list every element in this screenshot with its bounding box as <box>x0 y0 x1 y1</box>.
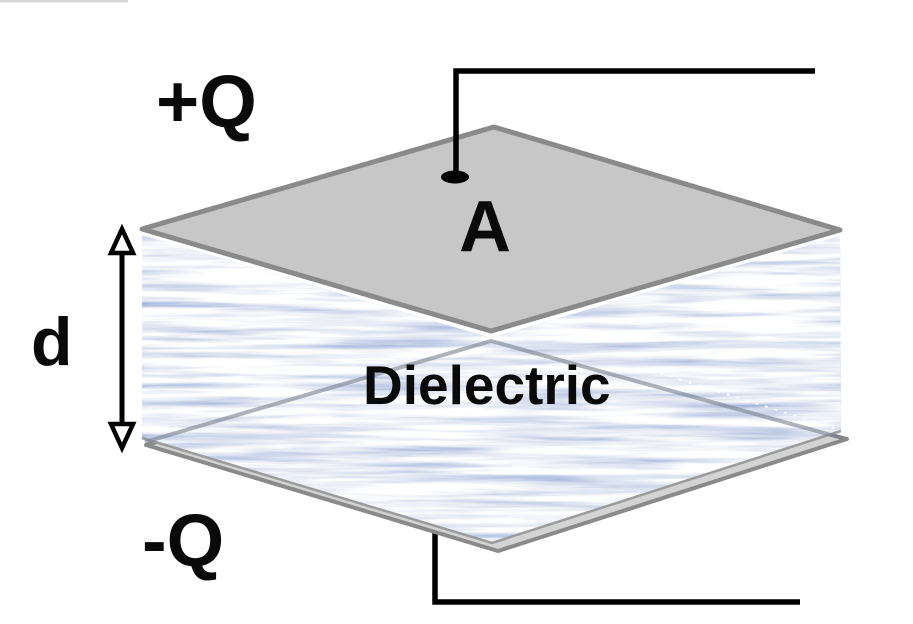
dielectric-slab <box>142 235 841 543</box>
plate-separation-label: d <box>31 304 73 380</box>
texture-seam-line <box>659 372 844 432</box>
top-plate <box>139 124 843 334</box>
scan-artifact-line <box>0 0 128 3</box>
plate-area-label: A <box>459 187 511 267</box>
wire-terminal-dot <box>441 170 469 184</box>
dielectric-bottom-edge <box>141 429 842 545</box>
dimension-arrow-up-icon <box>107 223 137 256</box>
dielectric-label: Dielectric <box>363 354 611 416</box>
top-charge-label: +Q <box>156 60 257 143</box>
bottom-lead-wire <box>432 527 800 605</box>
bottom-plate-back-edge <box>144 339 843 444</box>
top-lead-wire <box>453 68 815 178</box>
bottom-charge-label: -Q <box>142 499 224 582</box>
dimension-arrow-down-icon <box>107 421 137 454</box>
